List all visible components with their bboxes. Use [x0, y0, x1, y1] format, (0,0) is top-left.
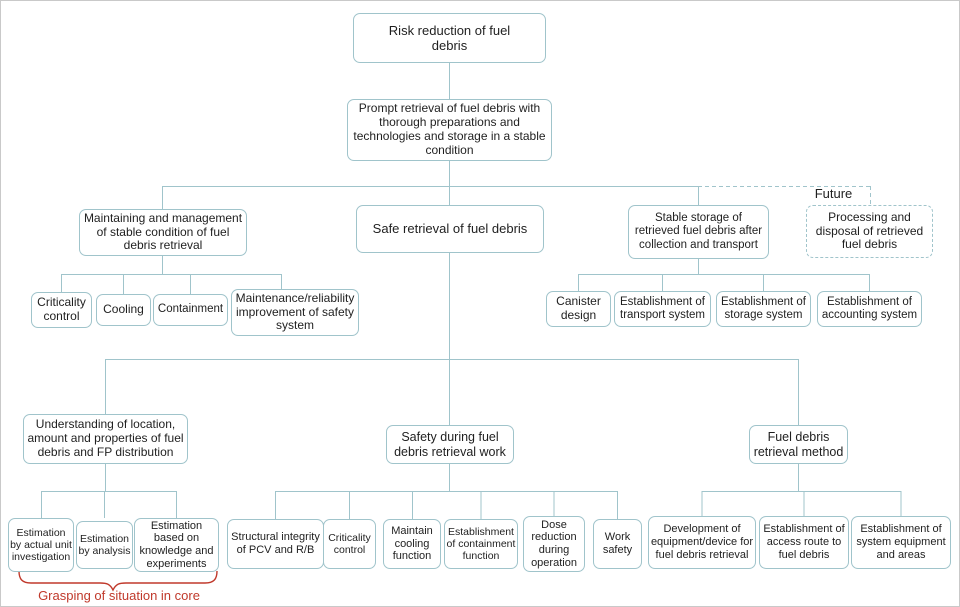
node-establishment-accounting-system: Establishment of accounting system [817, 291, 922, 327]
bracket-annotation-label: Grasping of situation in core [38, 588, 200, 603]
node-understanding-location: Understanding of location, amount and pr… [23, 414, 188, 464]
node-maintaining-management: Maintaining and management of stable con… [79, 209, 247, 256]
node-estimation-analysis: Estimation by analysis [76, 521, 133, 569]
red-bracket [18, 570, 218, 592]
node-dose-reduction: Dose reduction during operation [523, 516, 585, 572]
node-estimation-knowledge: Estimation based on knowledge and experi… [134, 518, 219, 572]
node-establishment-containment-function: Establishment of containment function [444, 519, 518, 569]
node-prompt-retrieval: Prompt retrieval of fuel debris with tho… [347, 99, 552, 161]
node-criticality-control-2: Criticality control [323, 519, 376, 569]
node-maintenance-reliability: Maintenance/reliability improvement of s… [231, 289, 359, 336]
node-estimation-actual-unit: Estimation by actual unit investigation [8, 518, 74, 572]
node-establishment-transport-system: Establishment of transport system [614, 291, 711, 327]
node-criticality-control: Criticality control [31, 292, 92, 328]
node-maintain-cooling-function: Maintain cooling function [383, 519, 441, 569]
node-processing-disposal: Processing and disposal of retrieved fue… [806, 205, 933, 258]
node-work-safety: Work safety [593, 519, 642, 569]
node-cooling: Cooling [96, 294, 151, 326]
node-structural-integrity: Structural integrity of PCV and R/B [227, 519, 324, 569]
node-establishment-system-equipment: Establishment of system equipment and ar… [851, 516, 951, 569]
node-development-equipment: Development of equipment/device for fuel… [648, 516, 756, 569]
node-risk-reduction: Risk reduction of fuel debris [353, 13, 546, 63]
node-establishment-access-route: Establishment of access route to fuel de… [759, 516, 849, 569]
node-containment: Containment [153, 294, 228, 326]
node-safe-retrieval: Safe retrieval of fuel debris [356, 205, 544, 253]
node-canister-design: Canister design [546, 291, 611, 327]
node-stable-storage: Stable storage of retrieved fuel debris … [628, 205, 769, 259]
node-establishment-storage-system: Establishment of storage system [716, 291, 811, 327]
future-label: Future [814, 186, 853, 201]
node-fuel-debris-retrieval-method: Fuel debris retrieval method [749, 425, 848, 464]
node-safety-during-retrieval: Safety during fuel debris retrieval work [386, 425, 514, 464]
